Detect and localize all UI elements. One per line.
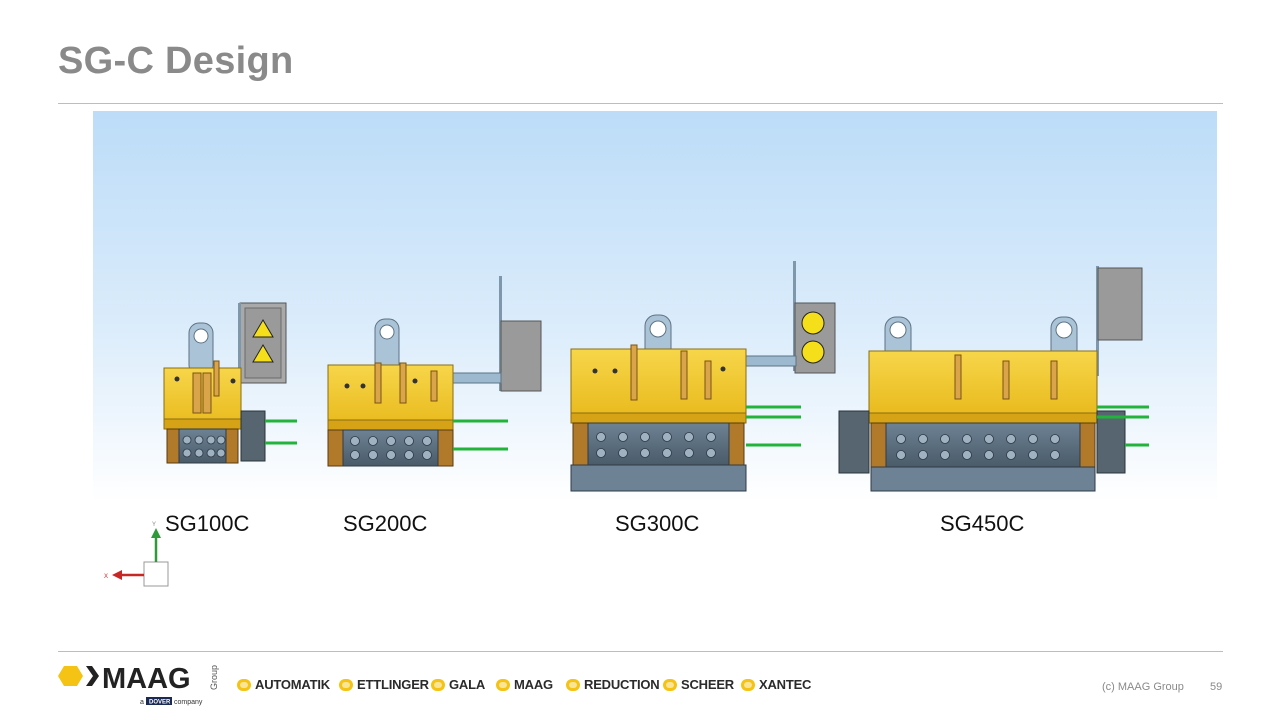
maag-group-logo: MAAG Group a DOVER company bbox=[58, 662, 228, 706]
dover-badge bbox=[146, 697, 172, 705]
copyright-notice: (c) MAAG Group bbox=[1102, 681, 1184, 693]
dover-tagline-prefix: a bbox=[140, 699, 144, 706]
title-divider bbox=[58, 103, 1223, 104]
gala-logo-icon bbox=[431, 678, 445, 691]
dover-badge-text: DOVER bbox=[149, 700, 171, 706]
axis-x-label: X bbox=[104, 574, 108, 580]
brand-ettlinger: ETTLINGER bbox=[339, 677, 429, 692]
model-label-sg200c: SG200C bbox=[343, 511, 428, 536]
footer-divider bbox=[58, 651, 1223, 652]
maag-hexagon-icon bbox=[58, 666, 83, 686]
brand-maag: MAAG bbox=[496, 677, 553, 692]
brand-scheer: SCHEER bbox=[663, 677, 734, 692]
maag-wordmark: MAAG bbox=[102, 663, 191, 695]
automatik-logo-icon bbox=[237, 678, 251, 691]
sg100c-model bbox=[163, 302, 297, 464]
page-number: 59 bbox=[1210, 681, 1223, 693]
ettlinger-logo-icon bbox=[339, 678, 353, 691]
maag-group-label: Group bbox=[209, 665, 219, 690]
brand-xantec: XANTEC bbox=[741, 677, 811, 692]
sg450c-model bbox=[838, 266, 1149, 492]
sg200c-model bbox=[327, 276, 542, 467]
model-label-sg100c: SG100C bbox=[165, 511, 250, 536]
maag-brand-logo-icon bbox=[496, 678, 510, 691]
slide-title: SG-C Design bbox=[58, 40, 294, 82]
axis-y-label: Y bbox=[152, 522, 156, 528]
maag-chevron-icon bbox=[86, 666, 99, 686]
xantec-logo-icon bbox=[741, 678, 755, 691]
scheer-logo-icon bbox=[663, 678, 677, 691]
brand-reduction: REDUCTION bbox=[566, 677, 660, 692]
cad-render-view bbox=[93, 111, 1217, 503]
sg300c-model bbox=[570, 261, 836, 492]
model-label-sg450c: SG450C bbox=[940, 511, 1025, 536]
coordinate-axis-triad: Y X bbox=[98, 520, 178, 592]
brand-automatik: AUTOMATIK bbox=[237, 677, 330, 692]
dover-tagline-suffix: company bbox=[174, 699, 203, 706]
reduction-logo-icon bbox=[566, 678, 580, 691]
brand-gala: GALA bbox=[431, 677, 485, 692]
model-label-sg300c: SG300C bbox=[615, 511, 700, 536]
